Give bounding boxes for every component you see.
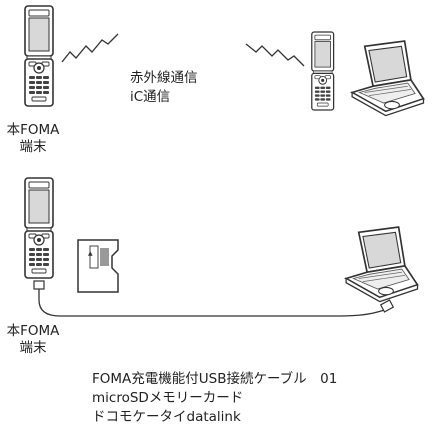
- svg-text:▲: ▲: [88, 250, 93, 257]
- top-phone-label-line1: 本FOMA: [6, 122, 60, 138]
- bottom-phone-label: 本FOMA 端末: [6, 323, 60, 357]
- top-phone-label: 本FOMA 端末: [6, 122, 60, 156]
- usb-cable-note: FOMA充電機能付USB接続ケーブル 01: [92, 371, 338, 387]
- infrared-signal-left: [61, 33, 119, 63]
- usb-connector-laptop: [379, 299, 395, 313]
- microsd-card-illustration: ▲: [77, 239, 119, 293]
- bottom-laptop-illustration: [345, 226, 419, 303]
- communication-methods: 赤外線通信 iC通信: [130, 70, 198, 106]
- infrared-communication-label: 赤外線通信: [130, 70, 198, 86]
- top-phone-illustration: [24, 5, 54, 107]
- top-right-phone-illustration: [311, 31, 335, 111]
- bottom-phone-label-line1: 本FOMA: [6, 323, 60, 339]
- usb-connector-phone: [33, 280, 45, 290]
- top-laptop-illustration: [351, 40, 425, 117]
- bottom-phone-label-line2: 端末: [19, 340, 47, 356]
- usb-cable: [38, 289, 385, 317]
- datalink-note: ドコモケータイdatalink: [92, 409, 241, 425]
- bottom-phone-illustration: [24, 177, 54, 279]
- microsd-note: microSDメモリーカード: [92, 390, 244, 406]
- top-phone-label-line2: 端末: [19, 139, 47, 155]
- requirements-list: FOMA充電機能付USB接続ケーブル 01 microSDメモリーカード ドコモ…: [92, 371, 337, 426]
- infrared-signal-right: [245, 43, 305, 67]
- ic-communication-label: iC通信: [130, 89, 171, 105]
